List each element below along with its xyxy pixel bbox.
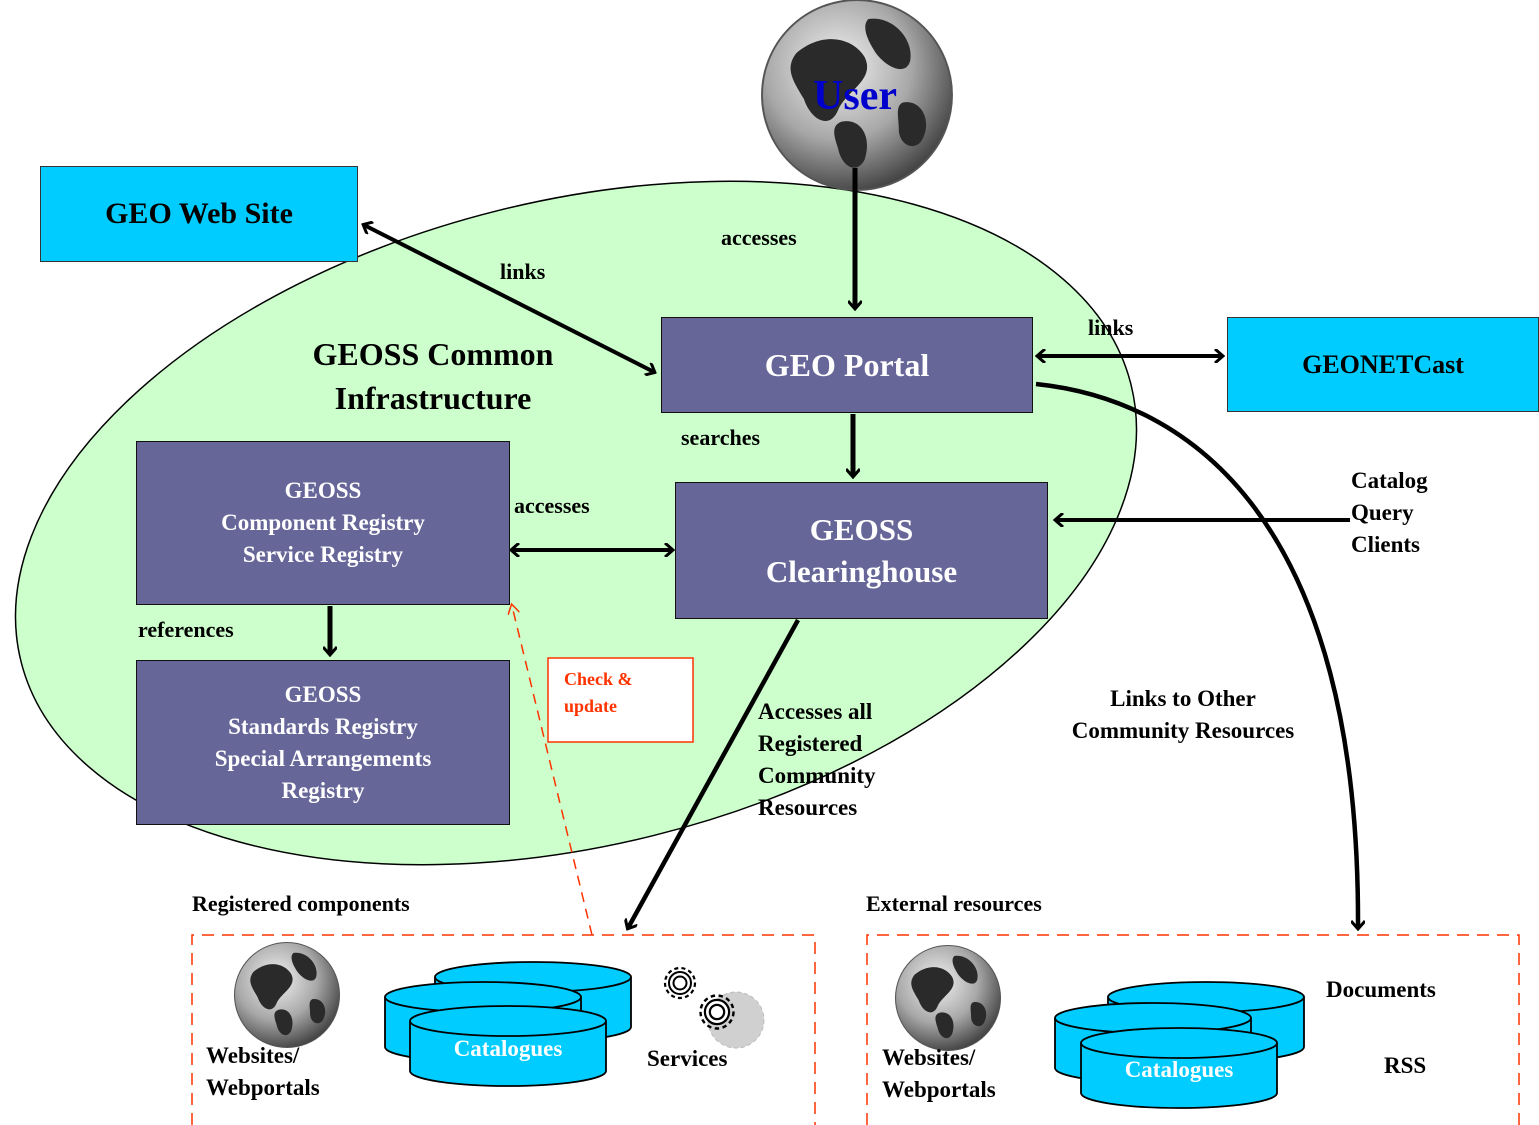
- external-websites-line-1: Websites/: [882, 1045, 976, 1070]
- geonetcast-box[interactable]: GEONETCast: [1227, 317, 1539, 412]
- external-catalogues-cylinder-icon: [1054, 981, 1305, 1109]
- check-update-box: [547, 657, 694, 743]
- registered-catalogues-cylinder-icon: [384, 961, 632, 1087]
- check-update-line-1: Check &: [564, 669, 633, 689]
- external-websites-globe-icon: [894, 944, 1002, 1052]
- external-websites-label: Websites/ Webportals: [882, 1042, 996, 1106]
- component-registry-box[interactable]: GEOSS Component Registry Service Registr…: [136, 441, 510, 605]
- check-update-label: Check & update: [564, 666, 633, 720]
- registered-websites-globe-icon: [233, 941, 341, 1049]
- infrastructure-title-line-1: GEOSS Common: [312, 336, 554, 372]
- services-gears-icon: [663, 966, 765, 1049]
- registered-websites-line-2: Webportals: [206, 1075, 320, 1100]
- standards-registry-box[interactable]: GEOSS Standards Registry Special Arrange…: [136, 660, 510, 825]
- accesses-all-line-1: Accesses all: [758, 699, 873, 724]
- accesses-all-label: Accesses all Registered Community Resour…: [758, 696, 876, 824]
- links-other-line-2: Community Resources: [1071, 718, 1295, 743]
- links-other-label: Links to Other Community Resources: [1052, 683, 1314, 747]
- geo-web-site-label: GEO Web Site: [105, 197, 293, 230]
- catalog-query-clients-line-1: Catalog: [1351, 468, 1428, 493]
- clearinghouse-box[interactable]: GEOSS Clearinghouse: [675, 482, 1048, 619]
- accesses-all-line-2: Registered: [758, 731, 863, 756]
- check-update-line-2: update: [564, 696, 618, 716]
- infrastructure-title-line-2: Infrastructure: [334, 380, 532, 416]
- services-label: Services: [647, 1046, 728, 1071]
- registered-components-title: Registered components: [192, 891, 410, 916]
- links-label-geonetcast: links: [1088, 315, 1134, 340]
- references-label: references: [138, 617, 234, 642]
- arrow-web-portal: [364, 225, 654, 372]
- external-catalogues-label: Catalogues: [1124, 1057, 1234, 1082]
- component-registry-line-3: Service Registry: [242, 542, 404, 567]
- searches-label: searches: [681, 425, 761, 450]
- external-websites-line-2: Webportals: [882, 1077, 996, 1102]
- arrow-clearinghouse-to-registered: [628, 618, 800, 928]
- component-registry-line-1: GEOSS: [284, 478, 362, 503]
- arrow-check-update: [512, 606, 593, 936]
- clearinghouse-line-2: Clearinghouse: [765, 553, 958, 589]
- component-registry-line-2: Component Registry: [221, 510, 425, 535]
- geonetcast-label: GEONETCast: [1302, 349, 1464, 379]
- geo-web-site-box[interactable]: GEO Web Site: [40, 166, 358, 262]
- links-other-line-1: Links to Other: [1110, 686, 1256, 711]
- links-label-web: links: [500, 259, 546, 284]
- registered-websites-label: Websites/ Webportals: [206, 1040, 320, 1104]
- accesses-label-top: accesses: [721, 225, 797, 250]
- user-label: User: [813, 73, 897, 119]
- registered-catalogues-label: Catalogues: [453, 1036, 563, 1061]
- standards-registry-line-3: Special Arrangements: [214, 745, 432, 771]
- rss-label: RSS: [1384, 1053, 1427, 1078]
- external-resources-title: External resources: [866, 891, 1042, 916]
- geo-portal-label: GEO Portal: [764, 346, 930, 383]
- infrastructure-title: GEOSS Common Infrastructure: [268, 332, 598, 420]
- documents-label: Documents: [1326, 977, 1436, 1002]
- accesses-all-line-4: Resources: [758, 795, 858, 820]
- catalog-query-clients-line-2: Query: [1351, 500, 1414, 525]
- catalog-query-clients-line-3: Clients: [1351, 532, 1420, 557]
- registered-group-border: [191, 934, 816, 1125]
- standards-registry-line-4: Registry: [281, 777, 365, 803]
- catalog-query-clients-label: Catalog Query Clients: [1351, 465, 1428, 561]
- accesses-all-line-3: Community: [758, 763, 876, 788]
- geo-portal-box[interactable]: GEO Portal: [661, 317, 1033, 413]
- accesses-label-registry: accesses: [514, 493, 590, 518]
- clearinghouse-line-1: GEOSS: [809, 511, 914, 547]
- arrow-portal-to-external: [1035, 381, 1358, 928]
- standards-registry-line-1: GEOSS: [284, 681, 362, 707]
- standards-registry-line-2: Standards Registry: [228, 713, 418, 739]
- registered-websites-line-1: Websites/: [206, 1043, 300, 1068]
